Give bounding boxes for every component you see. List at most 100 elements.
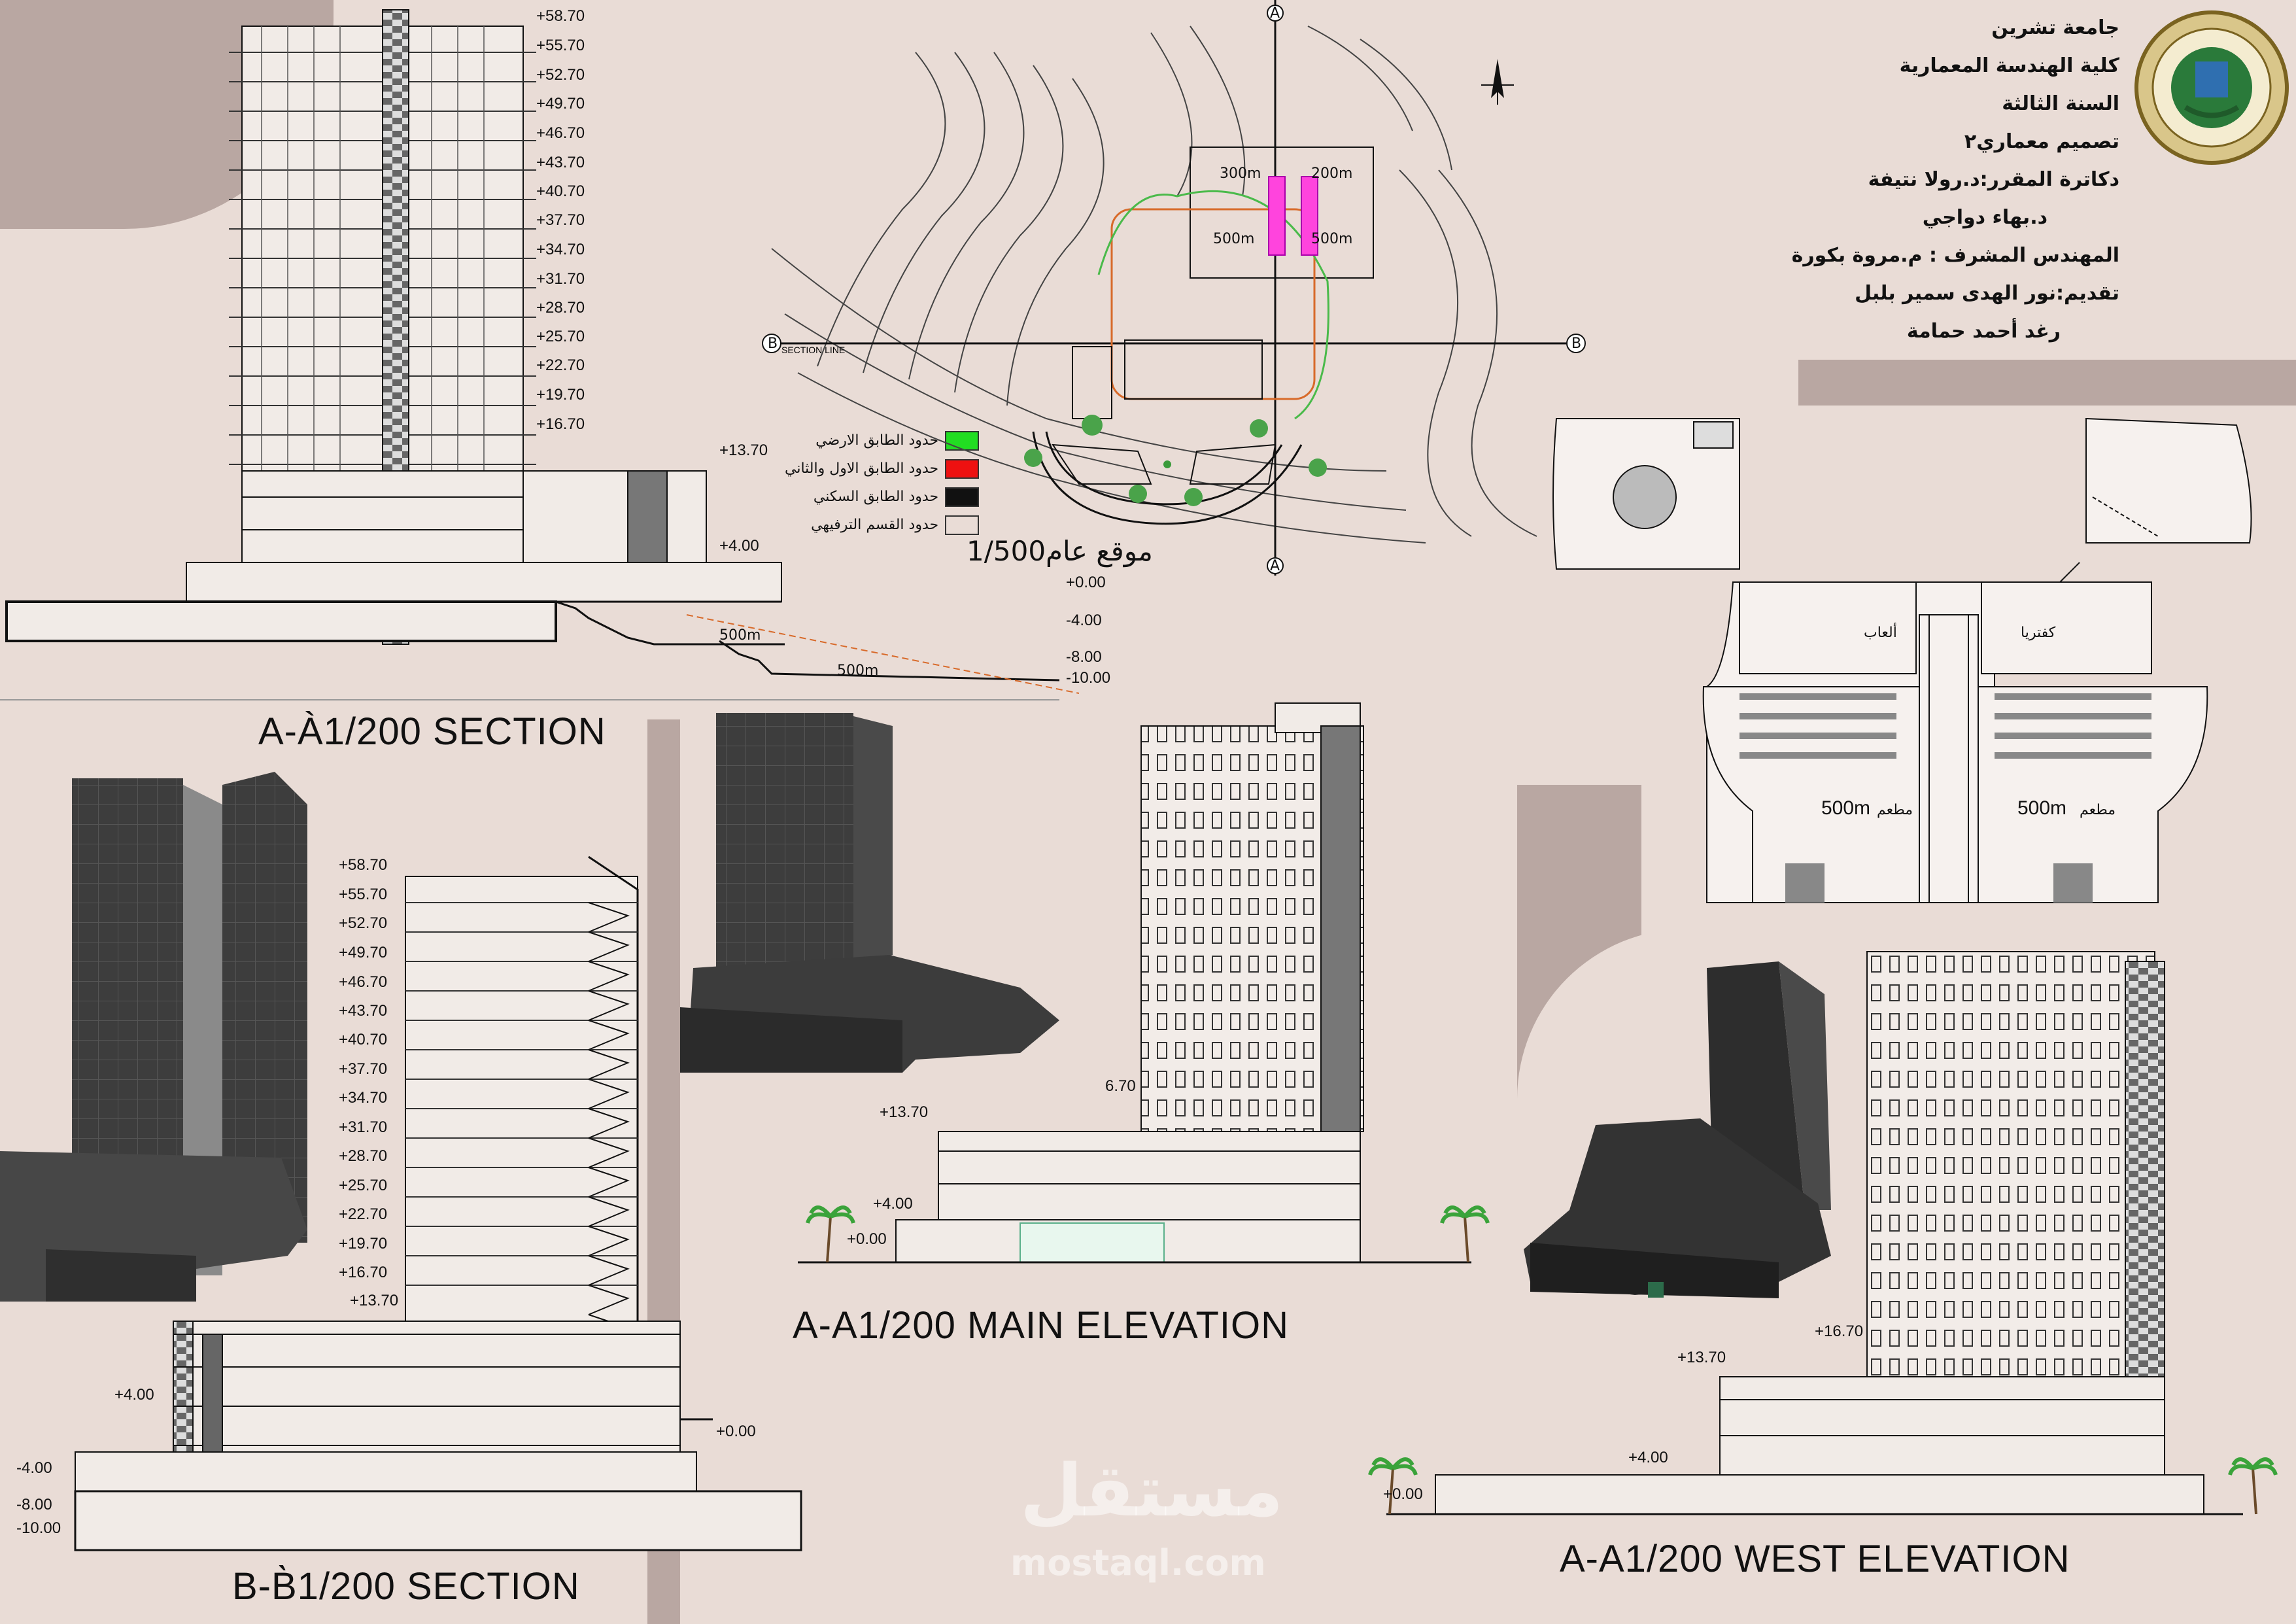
section-point-b: B	[768, 336, 778, 352]
room-area-label: 500m	[2017, 797, 2066, 819]
level-label: +31.70	[536, 270, 585, 288]
watermark-latin: mostaql.com	[1010, 1542, 1266, 1583]
level-label: +16.70	[339, 1264, 387, 1281]
room-label-restaurant: مطعم	[2080, 802, 2116, 818]
section-point-b: B	[1571, 336, 1581, 352]
presented-by: تقديم:نور الهدى سمير بلبل	[1855, 282, 2119, 305]
site-plan-title: موقع عام1/500	[967, 535, 1153, 568]
level-label: +4.00	[1628, 1449, 1668, 1466]
site-legend: حدود الطابق الارضي حدود الطابق الاول وال…	[785, 426, 980, 539]
level-label: +25.70	[339, 1177, 387, 1194]
supervisor: المهندس المشرف : م.مروة بكورة	[1791, 244, 2119, 267]
legend-swatch	[945, 515, 980, 535]
palm-tree-icon	[806, 1205, 1490, 1263]
palm-tree-icon	[1368, 1457, 2278, 1515]
render-tower-center	[680, 713, 1059, 1073]
level-label: +34.70	[536, 241, 585, 258]
level-label: +43.70	[339, 1002, 387, 1020]
watermark-arabic: مستقل	[1020, 1449, 1284, 1532]
level-label: +13.70	[719, 441, 768, 459]
site-area-label: 500m	[1311, 231, 1352, 247]
floor-plan-drawing	[1552, 417, 2252, 903]
section-point-a: A	[1270, 558, 1280, 574]
university-name: جامعة تشرين	[1991, 16, 2119, 39]
area-label: 500m	[837, 663, 878, 679]
level-label: -10.00	[1066, 669, 1110, 687]
level-label: +13.70	[350, 1292, 398, 1309]
level-label: +37.70	[339, 1060, 387, 1078]
site-area-label: 500m	[1213, 231, 1254, 247]
section-marker-icon	[1566, 334, 1586, 353]
level-label: +4.00	[719, 537, 759, 555]
level-label: +19.70	[536, 386, 585, 404]
level-label: +4.00	[114, 1386, 154, 1404]
west-elevation-levels: +16.70 +13.70 +4.00 +0.00	[1383, 1322, 1863, 1503]
title-block: جامعة تشرين كلية الهندسة المعمارية السنة…	[1779, 9, 2119, 351]
level-label: +55.70	[536, 37, 585, 54]
site-plan-labels: B B A A SECTION LINE 300m 200m 500m 500m…	[762, 5, 1586, 574]
instructor-1: دكاترة المقرر:د.رولا نتيفة	[1868, 168, 2119, 191]
level-label: +49.70	[536, 95, 585, 112]
level-label: +0.00	[1383, 1485, 1423, 1503]
level-label: +13.70	[880, 1103, 928, 1121]
section-bb-drawing	[74, 855, 802, 1551]
legend-swatch	[945, 430, 980, 451]
level-label: +0.00	[1066, 574, 1106, 591]
legend-swatch	[945, 458, 980, 479]
room-area-label: 500m	[1821, 797, 1870, 819]
north-arrow-icon	[1481, 59, 1514, 105]
section-aa-drawing	[0, 9, 1080, 700]
level-label: -4.00	[1066, 612, 1102, 629]
level-label: +13.70	[1677, 1349, 1726, 1366]
section-aa-levels: +58.70 +55.70 +52.70 +49.70 +46.70 +43.7…	[536, 7, 1110, 687]
level-label: +52.70	[536, 66, 585, 84]
main-elevation-drawing	[798, 702, 1471, 1264]
level-label: +16.70	[536, 415, 585, 433]
section-marker-icon	[762, 334, 781, 353]
section-point-a: A	[1270, 5, 1280, 22]
level-label: +58.70	[536, 7, 585, 25]
level-label: +40.70	[536, 182, 585, 200]
university-logo	[2133, 9, 2290, 166]
level-label: +58.70	[339, 856, 387, 874]
level-label: +16.70	[1815, 1322, 1863, 1340]
level-label: +22.70	[339, 1205, 387, 1223]
level-label: +40.70	[339, 1031, 387, 1048]
level-label: -8.00	[1066, 648, 1102, 666]
faculty-name: كلية الهندسة المعمارية	[1899, 54, 2119, 77]
logo-seal-icon	[2134, 10, 2289, 165]
render-tower-right	[1524, 961, 1831, 1298]
level-label: +46.70	[536, 124, 585, 142]
level-label: +19.70	[339, 1235, 387, 1253]
site-area-label: 200m	[1311, 165, 1352, 182]
room-label-cafeteria: كفتريا	[2021, 625, 2056, 641]
site-plan-drawing	[765, 0, 1583, 576]
level-label: +46.70	[339, 973, 387, 991]
level-label: +55.70	[339, 886, 387, 903]
west-elevation-drawing	[1386, 951, 2243, 1515]
level-label: +43.70	[536, 154, 585, 171]
site-area-label: 300m	[1220, 165, 1261, 182]
section-marker-icon	[1267, 557, 1284, 574]
main-elevation-levels: 6.70 +13.70 +4.00 +0.00	[847, 1077, 1136, 1248]
area-label: 500m	[719, 627, 761, 644]
floor-plan-labels: ألعاب كفتريا مطعم مطعم 500m 500m	[1821, 623, 2116, 819]
level-label: -8.00	[16, 1496, 52, 1513]
level-label: +0.00	[847, 1230, 887, 1248]
level-label: +25.70	[536, 328, 585, 345]
level-label: +28.70	[339, 1147, 387, 1165]
level-label: +34.70	[339, 1089, 387, 1107]
instructor-2: د.بهاء دواجي	[1922, 206, 2048, 229]
level-label: 6.70	[1105, 1077, 1136, 1095]
legend-swatch	[945, 487, 980, 507]
level-label: +37.70	[536, 211, 585, 229]
legend-item-first: حدود الطابق الاول والثاني	[785, 455, 980, 483]
level-label: +52.70	[339, 914, 387, 932]
legend-item-ground: حدود الطابق الارضي	[785, 426, 980, 455]
title-section-aa: A-À1/200 SECTION	[258, 710, 606, 753]
level-label: +28.70	[536, 299, 585, 317]
level-label: +0.00	[716, 1423, 756, 1440]
course-name: تصميم معماري٢	[1964, 130, 2119, 153]
title-section-bb: B-B̀1/200 SECTION	[232, 1565, 580, 1608]
